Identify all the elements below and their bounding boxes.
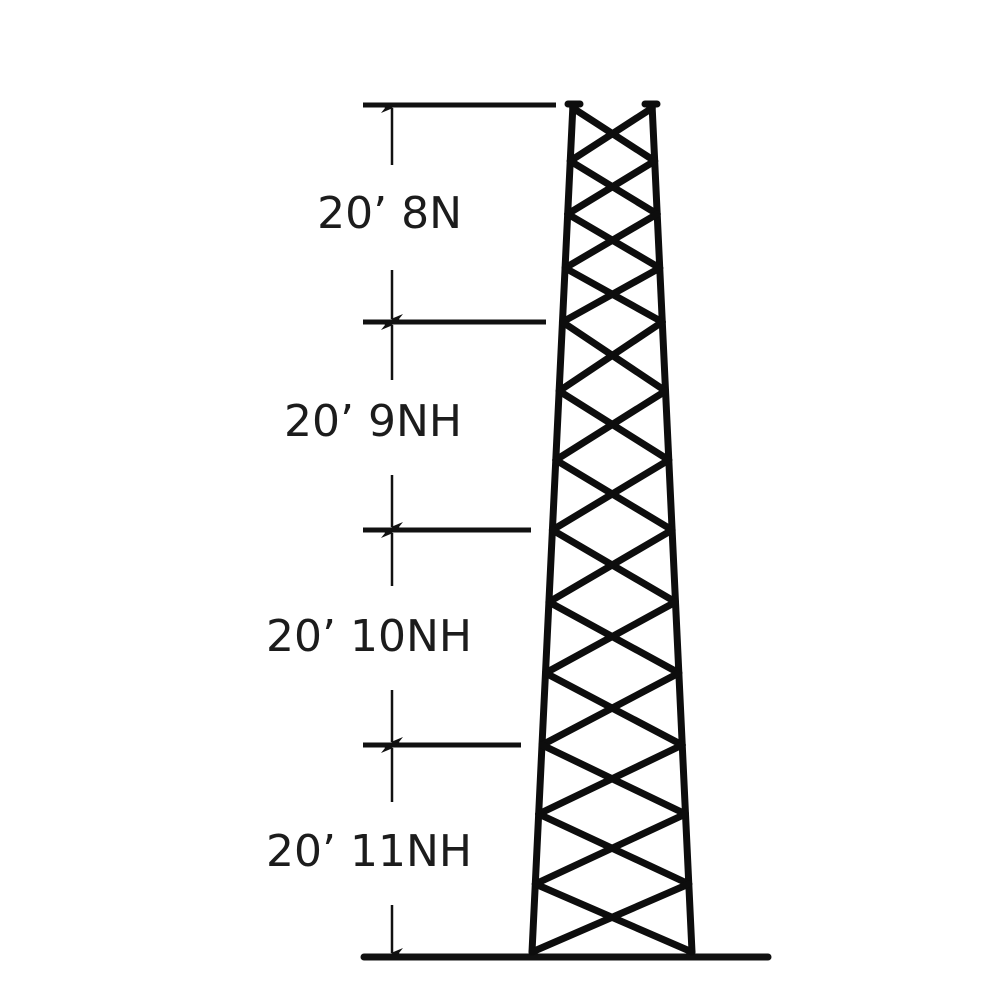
tower-brace xyxy=(531,810,689,888)
tower-brace xyxy=(538,669,683,749)
tower-brace xyxy=(566,104,656,165)
tower-brace xyxy=(535,741,686,818)
tower-brace xyxy=(555,318,666,395)
tower-brace xyxy=(552,387,670,464)
tower-brace xyxy=(558,264,664,326)
tower-brace xyxy=(564,157,659,218)
section-label-1: 20’ 8N xyxy=(317,188,462,239)
lattice-tower xyxy=(528,100,696,956)
tower-brace xyxy=(528,880,693,956)
tower-brace xyxy=(548,456,673,534)
tower-brace xyxy=(545,526,676,606)
section-label-4: 20’ 11NH xyxy=(266,826,472,877)
section-label-2: 20’ 9NH xyxy=(284,396,462,447)
tower-brace xyxy=(541,598,679,677)
section-label-3: 20’ 10NH xyxy=(266,611,472,662)
tower-brace xyxy=(561,210,661,272)
